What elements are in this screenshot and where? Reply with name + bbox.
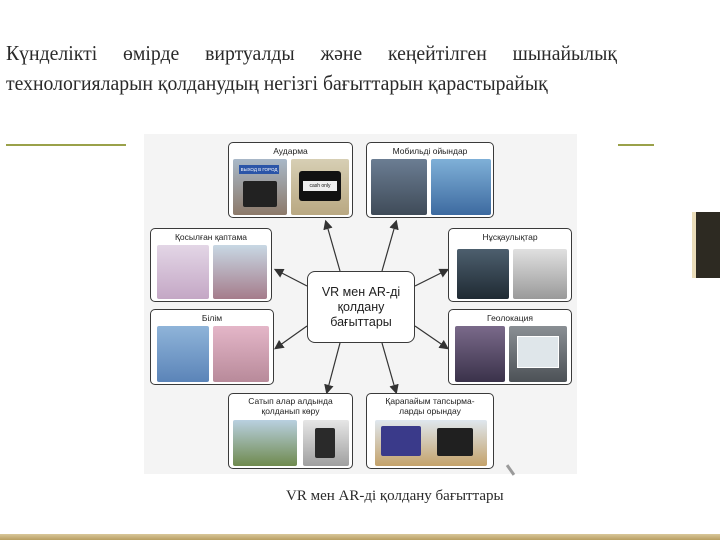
image-translation-phone: ВЫХОД В ГОРОД [233, 159, 287, 215]
decorative-rule-right [618, 144, 654, 146]
translation-sign: ВЫХОД В ГОРОД [239, 165, 279, 174]
node-packaging: Қосылған қаптама [150, 228, 272, 302]
figure-caption: VR мен AR-ді қолдану бағыттары [286, 488, 504, 504]
arrow-instructions [414, 268, 450, 287]
image-house [233, 420, 297, 466]
arrow-geolocation [414, 325, 449, 350]
image-education-tablet [213, 326, 269, 382]
node-education: Білім [150, 309, 274, 385]
image-geolocation-street [509, 326, 567, 382]
image-packaging-app [157, 245, 209, 299]
node-geolocation: Геолокация [448, 309, 572, 385]
node-try-before-buy: Сатып алар алдында қолданып көру [228, 393, 353, 469]
image-game-scene [431, 159, 491, 215]
image-game-controller [371, 159, 427, 215]
image-geolocation-phone [455, 326, 505, 382]
node-mobile-games: Мобильді ойындар [366, 142, 494, 218]
arrow-mobile-games [381, 219, 399, 272]
ar-vr-diagram: Аударма ВЫХОД В ГОРОД cash only Мобильді… [144, 134, 577, 474]
map-icon [517, 336, 559, 368]
arrow-education [274, 325, 308, 350]
node-label-mobile-games: Мобильді ойындар [392, 146, 468, 156]
diagram-arrows [273, 219, 450, 395]
arrow-try-before-buy [324, 342, 341, 395]
node-label-geolocation: Геолокация [487, 313, 533, 323]
node-label-simple-tasks: Қарапайым тапсырма-ларды орындау [385, 396, 475, 416]
decorative-rule-left [6, 144, 126, 146]
tablet-icon [381, 426, 421, 456]
image-education-book [157, 326, 209, 382]
arrow-packaging [273, 268, 308, 287]
phone-icon [437, 428, 473, 456]
arrow-simple-tasks [381, 342, 399, 395]
phone-icon [315, 428, 335, 458]
node-label-education: Білім [201, 313, 223, 323]
slide-bottom-band [0, 534, 720, 540]
arrow-translation [323, 219, 341, 272]
diagram-center-node: VR мен AR-ді қолдану бағыттары [307, 271, 415, 343]
image-translation-overlay: cash only [291, 159, 349, 215]
translation-overlay-text: cash only [303, 181, 337, 191]
slide-title: Күнделікті өмірде виртуалды және кеңейті… [6, 41, 617, 95]
phone-icon [243, 181, 277, 207]
phone-icon: cash only [299, 171, 341, 201]
node-label-translation: Аударма [273, 146, 308, 156]
node-instructions: Нұсқаулықтар [448, 228, 572, 302]
node-simple-tasks: Қарапайым тапсырма-ларды орындау [366, 393, 494, 469]
image-instructions-tablet [457, 249, 509, 299]
node-translation: Аударма ВЫХОД В ГОРОД cash only [228, 142, 353, 218]
node-label-packaging: Қосылған қаптама [174, 232, 248, 242]
image-instructions-printer [513, 249, 567, 299]
image-tasks-tablet [375, 420, 487, 466]
node-label-instructions: Нұсқаулықтар [482, 232, 538, 242]
node-label-try-before-buy: Сатып алар алдында қолданып көру [248, 396, 333, 416]
image-try-phone [303, 420, 349, 466]
slide-side-tab [692, 212, 720, 278]
image-packaging-product [213, 245, 267, 299]
